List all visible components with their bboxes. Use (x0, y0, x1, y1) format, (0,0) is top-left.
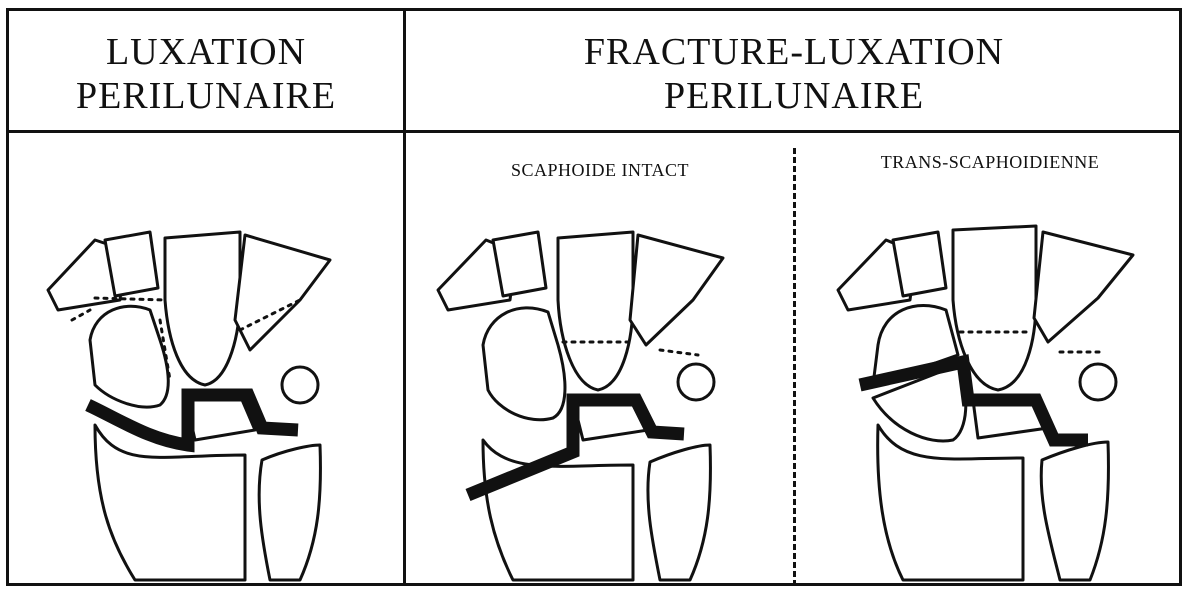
pisiform-bone (1080, 364, 1116, 400)
radius-bone (878, 425, 1023, 580)
ulna-bone (1041, 442, 1108, 580)
trapezoid-bone (893, 232, 946, 296)
hamate-bone (1034, 232, 1133, 342)
